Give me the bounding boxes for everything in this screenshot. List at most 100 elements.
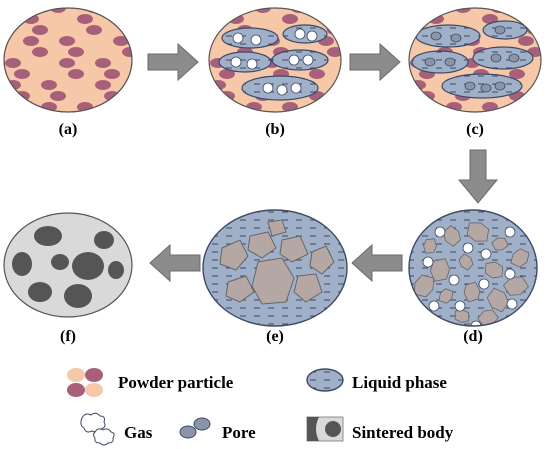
powder-particle-light [309,8,325,13]
grain [477,309,499,326]
panel-b [208,7,342,113]
pore [464,81,476,91]
powder-particle-light [509,8,525,13]
powder-particle-light [209,69,217,79]
powder-particle-light [77,80,93,90]
powder-particle-dark [68,47,84,57]
powder-particle-light [410,102,426,112]
gas-bubble [288,54,300,66]
powder-particle-light [527,91,541,101]
gas-bubble [470,320,482,326]
powder-particle-dark [219,69,235,79]
powder-particle-dark [32,25,48,35]
powder-particle-light [104,8,120,13]
panel-c [408,7,542,113]
powder-particle-dark [50,91,66,101]
powder-particle-dark [282,14,298,24]
pore [494,81,506,91]
powder-particle-dark [410,80,426,90]
powder-particle-light [437,91,453,101]
arrow-b-to-c [349,42,401,82]
powder-particle-light [327,91,341,101]
powder-particle-light [14,47,30,57]
powder-particle-dark [23,36,39,46]
powder-particle-light [210,102,226,112]
powder-particle-light [104,47,120,57]
gas-bubble [448,274,460,286]
grain [429,258,451,282]
powder-particle-light [86,47,102,57]
powder-particle-light [59,14,75,24]
powder-particle-dark [59,58,75,68]
powder-particle-dark [41,80,57,90]
label-c: (c) [466,121,484,138]
gas-bubble [302,54,314,66]
powder-particle-light [464,102,480,112]
grain [510,248,530,268]
gas-bubble [434,226,446,238]
pore [490,53,502,63]
label-b: (b) [265,121,285,138]
pore [424,57,436,67]
powder-particle-light [68,25,84,35]
powder-particle-light [122,8,132,13]
pore-icon [179,417,211,439]
powder-particle-dark [455,8,471,13]
powder-particle-light [32,69,48,79]
powder-particle-dark [32,47,48,57]
powder-particle-light [473,8,489,13]
panel-d [408,209,538,327]
liquid-phase-icon [306,368,344,392]
powder-particle-light [59,102,75,112]
powder-particle-light [68,91,84,101]
pore [480,83,492,93]
powder-particle-light [5,36,21,46]
powder-particle-light [77,36,93,46]
grains [219,219,335,305]
powder-particle-dark [68,69,84,79]
grains-and-gas [413,222,530,326]
powder-particle-icon [67,368,103,397]
powder-particle-light [318,80,334,90]
powder-particle-dark [409,25,417,35]
gas-bubble [262,82,274,94]
gas-bubble [230,56,242,68]
pore [450,33,462,43]
powder-particle-light [95,14,111,24]
pores [424,25,520,93]
powder-particle-light [95,36,111,46]
panel-f [3,212,133,318]
powder-particle-dark [209,25,217,35]
powder-particle-light [68,8,84,13]
powder-particle-dark [122,25,132,35]
powder-particle-light [32,91,48,101]
powder-particle-dark [409,8,417,13]
powder-particle-light [527,8,541,13]
powder-particle-light [464,14,480,24]
powder-particle-dark [5,80,21,90]
powder-particle-light [428,80,444,90]
powder-particle-dark [4,8,12,13]
powder-particle-dark [77,14,93,24]
arrow-c-to-d [457,149,499,204]
powder-particle-light [518,102,534,112]
gas-bubble [306,30,318,42]
powder-particle-light [122,91,132,101]
powder-particle-dark [5,58,21,68]
powder-particle-light [59,80,75,90]
powder-particle-light [409,91,417,101]
gas-bubble [250,34,262,46]
gas-bubble [504,268,516,280]
powder-particle-light [86,69,102,79]
pore [494,25,506,35]
powder-particle-light [50,47,66,57]
powder-particle-dark [86,25,102,35]
gas-bubble [428,300,440,312]
grain [484,261,504,279]
powder-particle-dark [59,36,75,46]
powder-particle-light [4,69,12,79]
powder-particle-light [327,8,341,13]
legend: Powder particle Liquid phase Gas Pore Si… [67,368,454,446]
label-e: (e) [266,328,284,345]
